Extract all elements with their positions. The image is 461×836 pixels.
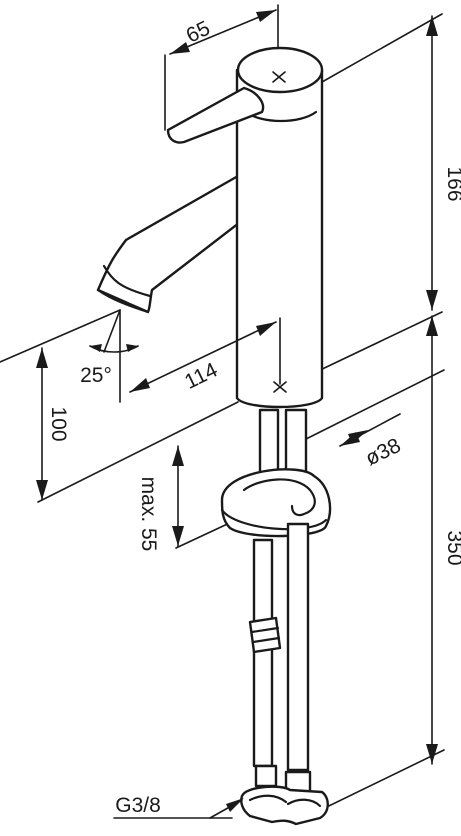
dim-label-spout-height: 100 xyxy=(47,406,70,441)
dim-label-height-above-deck: 166 xyxy=(443,166,461,201)
dim-label-hose-length: 350 xyxy=(443,530,461,565)
dimension-lines xyxy=(36,9,438,819)
dim-label-spout-reach: 114 xyxy=(181,358,221,393)
dim-label-lever-length: 65 xyxy=(183,17,214,48)
lever-handle xyxy=(166,86,265,144)
body-top xyxy=(236,46,324,94)
dim-label-spout-angle: 25° xyxy=(80,364,112,387)
dim-label-deck-thickness: max. 55 xyxy=(137,477,160,552)
dim-label-body-diameter: ø38 xyxy=(362,434,405,471)
connection-fitting xyxy=(240,785,329,826)
body-cylinder xyxy=(235,68,324,409)
faucet xyxy=(96,46,332,826)
flex-hoses xyxy=(240,522,329,826)
dim-label-connection-thread: G3/8 xyxy=(115,794,161,817)
